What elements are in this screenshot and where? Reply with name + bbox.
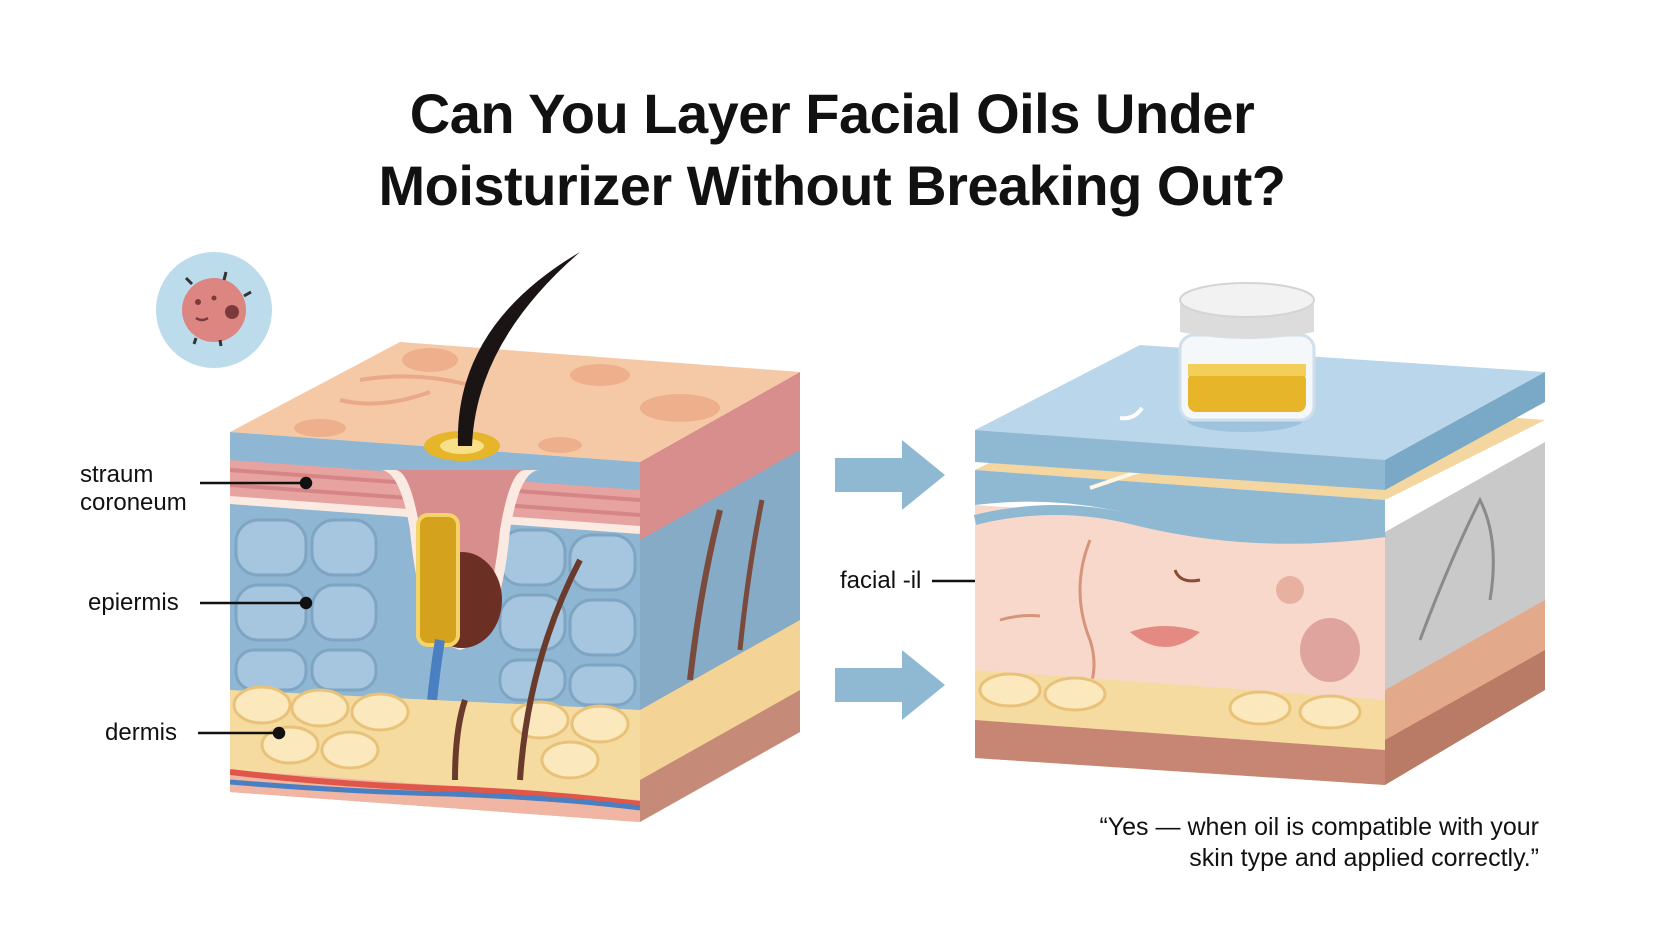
label-dermis: dermis (105, 719, 178, 746)
title-line-2: Moisturizer Without Breaking Out? (378, 154, 1286, 217)
left-block-top (230, 342, 800, 462)
skin-cross-section (230, 252, 800, 822)
bacteria-icon (156, 252, 272, 368)
layered-skin-block (973, 282, 1545, 785)
quote-line-2: skin type and applied correctly.” (1189, 844, 1539, 872)
arrow-right-icon (835, 440, 945, 720)
title-line-1: Can You Layer Facial Oils Under (409, 82, 1255, 145)
label-stratum-corneum: straum coroneum (80, 461, 187, 517)
oil-jar-icon (1178, 282, 1316, 432)
page-title: Can You Layer Facial Oils Under Moisturi… (0, 78, 1664, 222)
answer-quote: “Yes — when oil is compatible with your … (1099, 812, 1539, 874)
label-facial-oil: facial -il (840, 567, 922, 594)
quote-line-1: “Yes — when oil is compatible with your (1099, 813, 1539, 841)
hair-shaft (457, 252, 580, 446)
label-epidermis: epiermis (88, 589, 179, 616)
label-stratum-line-1: straum (80, 461, 154, 488)
left-label-pointers (198, 476, 1028, 740)
label-stratum-line-2: coroneum (80, 489, 187, 516)
